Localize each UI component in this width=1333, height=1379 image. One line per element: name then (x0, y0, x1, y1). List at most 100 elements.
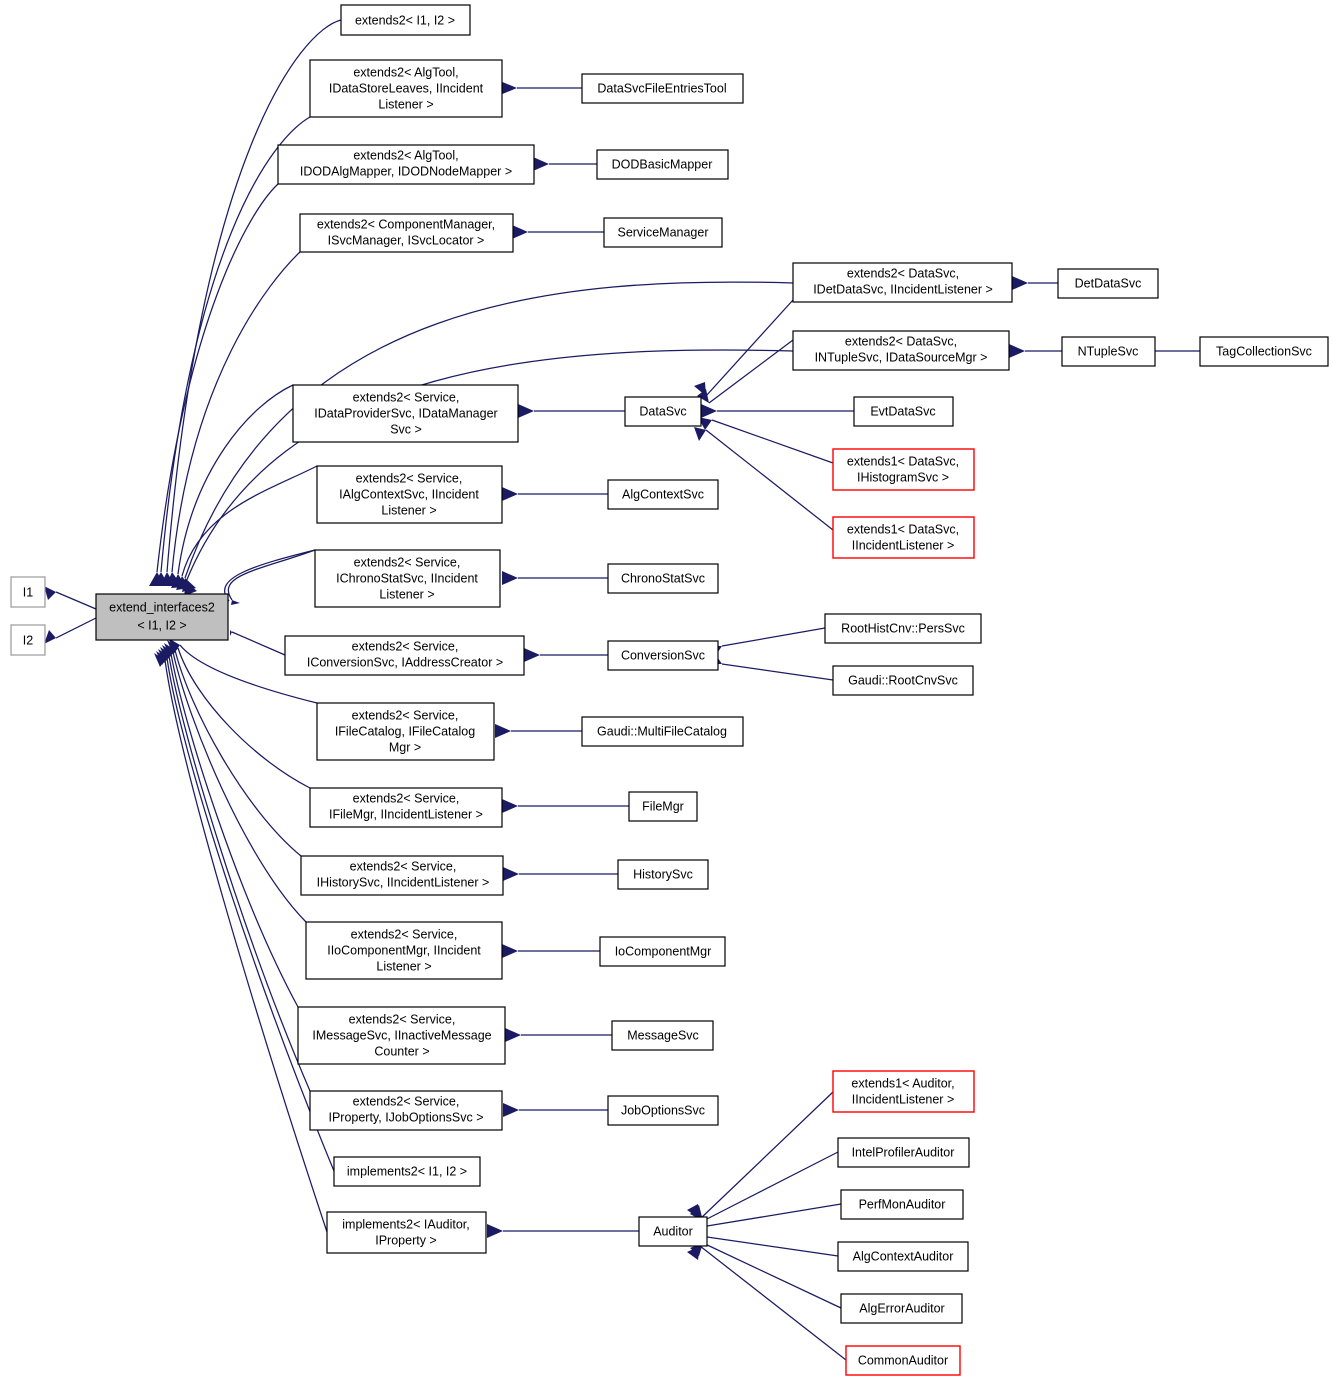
node-label-line1: extends2< Service, (356, 471, 463, 485)
node-filemgr[interactable]: FileMgr (628, 791, 698, 822)
node-chronostatsvc[interactable]: ChronoStatSvc (607, 563, 719, 594)
node-evtdatasvc[interactable]: EvtDataSvc (853, 396, 954, 427)
node-extends2-service-iconversionsvc[interactable]: extends2< Service, IConversionSvc, IAddr… (284, 635, 525, 676)
node-extends2-service-ifilemgr[interactable]: extends2< Service, IFileMgr, IIncidentLi… (309, 787, 503, 828)
node-label-line1: extends2< Service, (353, 791, 460, 805)
node-extends2-service-ialgcontextsvc[interactable]: extends2< Service, IAlgContextSvc, IInci… (316, 465, 503, 524)
node-label: IntelProfilerAuditor (852, 1145, 955, 1159)
node-label-line1: extends1< Auditor, (851, 1076, 954, 1090)
node-label-line2: INTupleSvc, IDataSourceMgr > (815, 350, 988, 364)
node-label-line1: extends2< DataSvc, (847, 266, 959, 280)
node-perfmonauditor[interactable]: PerfMonAuditor (840, 1189, 964, 1220)
node-label-line1: extends2< Service, (349, 1012, 456, 1026)
node-label-line1: extends2< Service, (351, 927, 458, 941)
node-extend-interfaces2-root[interactable]: extend_interfaces2 < I1, I2 > (95, 593, 229, 641)
node-label: DetDataSvc (1075, 276, 1142, 290)
node-extends2-service-imessagesvc[interactable]: extends2< Service, IMessageSvc, IInactiv… (297, 1006, 506, 1065)
node-label: ChronoStatSvc (621, 571, 705, 585)
node-algerrorauditor[interactable]: AlgErrorAuditor (840, 1293, 963, 1324)
node-extends2-datasvc-idetdatasvc[interactable]: extends2< DataSvc, IDetDataSvc, IInciden… (792, 262, 1013, 303)
node-label-line1: extends2< Service, (353, 390, 460, 404)
node-extends2-service-ihistorysvc[interactable]: extends2< Service, IHistorySvc, IInciden… (300, 855, 504, 896)
node-extends2-service-idataprovidersvc[interactable]: extends2< Service, IDataProviderSvc, IDa… (292, 384, 519, 443)
node-extends2-datasvc-intuplesvc[interactable]: extends2< DataSvc, INTupleSvc, IDataSour… (792, 330, 1010, 371)
node-label: IoComponentMgr (615, 944, 712, 958)
node-label-line1: extends2< ComponentManager, (317, 217, 495, 231)
node-label-line2: IMessageSvc, IInactiveMessage (312, 1028, 491, 1042)
node-auditor[interactable]: Auditor (638, 1216, 708, 1247)
node-algcontextauditor[interactable]: AlgContextAuditor (837, 1241, 969, 1272)
node-extends2-componentmanager[interactable]: extends2< ComponentManager, ISvcManager,… (299, 213, 514, 253)
node-extends2-algtool-idatastoreleaves[interactable]: extends2< AlgTool, IDataStoreLeaves, IIn… (309, 59, 503, 118)
node-label-line1: implements2< IAuditor, (342, 1217, 470, 1231)
node-label: MessageSvc (627, 1028, 699, 1042)
node-extends2-service-iiocomponentmgr[interactable]: extends2< Service, IIoComponentMgr, IInc… (305, 921, 503, 980)
node-label-line1: extend_interfaces2 (109, 600, 215, 614)
node-dodbasicmapper[interactable]: DODBasicMapper (596, 149, 729, 180)
node-label-line2: IProperty, IJobOptionsSvc > (328, 1110, 483, 1124)
node-label: DataSvcFileEntriesTool (597, 81, 726, 95)
node-datasvcfileentriestool[interactable]: DataSvcFileEntriesTool (581, 73, 744, 104)
node-datasvc[interactable]: DataSvc (624, 396, 702, 427)
node-label-line2: IConversionSvc, IAddressCreator > (307, 655, 503, 669)
node-label-line2: IProperty > (375, 1233, 437, 1247)
node-label-line2: IDODAlgMapper, IDODNodeMapper > (300, 164, 512, 178)
node-extends2-algtool-idodalgmapper[interactable]: extends2< AlgTool, IDODAlgMapper, IDODNo… (277, 144, 535, 185)
node-detdatasvc[interactable]: DetDataSvc (1057, 268, 1159, 299)
node-label: PerfMonAuditor (859, 1197, 946, 1211)
node-joboptionssvc[interactable]: JobOptionsSvc (607, 1095, 719, 1126)
node-label: NTupleSvc (1078, 344, 1139, 358)
node-extends2-i1-i2[interactable]: extends2< I1, I2 > (340, 4, 471, 36)
node-label-line1: extends2< Service, (352, 639, 459, 653)
node-implements2-i1-i2[interactable]: implements2< I1, I2 > (333, 1156, 481, 1187)
node-intelprofilerauditor[interactable]: IntelProfilerAuditor (837, 1137, 970, 1168)
node-label: Auditor (653, 1224, 693, 1238)
node-ntuplesvc[interactable]: NTupleSvc (1061, 336, 1156, 367)
node-gaudi-rootcnvsvc[interactable]: Gaudi::RootCnvSvc (832, 665, 974, 696)
node-label: I1 (23, 585, 33, 599)
node-roothistcnv-perssvc[interactable]: RootHistCnv::PersSvc (824, 613, 982, 644)
node-label-line2: IFileMgr, IIncidentListener > (329, 807, 483, 821)
node-label: EvtDataSvc (870, 404, 935, 418)
node-i1[interactable]: I1 (10, 576, 46, 608)
node-extends1-datasvc-ihistogramsvc[interactable]: extends1< DataSvc, IHistogramSvc > (832, 448, 975, 491)
node-label: extends2< I1, I2 > (355, 13, 455, 27)
node-label: I2 (23, 633, 33, 647)
node-implements2-iauditor-iproperty[interactable]: implements2< IAuditor, IProperty > (326, 1211, 487, 1254)
node-extends1-auditor-iincidentlistener[interactable]: extends1< Auditor, IIncidentListener > (832, 1070, 975, 1113)
node-extends1-datasvc-iincidentlistener[interactable]: extends1< DataSvc, IIncidentListener > (832, 516, 975, 559)
node-label: TagCollectionSvc (1216, 344, 1312, 358)
node-extends2-service-ichronostatsvc[interactable]: extends2< Service, IChronoStatSvc, IInci… (314, 549, 501, 608)
node-commonauditor[interactable]: CommonAuditor (845, 1345, 961, 1376)
node-label: CommonAuditor (858, 1353, 948, 1367)
node-label: DODBasicMapper (612, 157, 713, 171)
node-gaudi-multifilecatalog[interactable]: Gaudi::MultiFileCatalog (581, 716, 744, 747)
node-label: DataSvc (639, 404, 686, 418)
node-extends2-service-ifilecatalog[interactable]: extends2< Service, IFileCatalog, IFileCa… (316, 702, 495, 761)
node-label-line3: Svc > (390, 422, 422, 436)
node-label-line2: IFileCatalog, IFileCatalog (335, 724, 475, 738)
node-label-line3: Mgr > (389, 740, 421, 754)
node-label-line2: IDetDataSvc, IIncidentListener > (813, 282, 993, 296)
node-label-line2: IIncidentListener > (852, 538, 955, 552)
node-label: ConversionSvc (621, 648, 705, 662)
node-i2[interactable]: I2 (10, 624, 46, 656)
node-tagcollectionsvc[interactable]: TagCollectionSvc (1199, 336, 1329, 367)
node-label-line2: IAlgContextSvc, IIncident (339, 487, 479, 501)
node-label-line1: extends2< AlgTool, (353, 65, 458, 79)
node-extends2-service-iproperty[interactable]: extends2< Service, IProperty, IJobOption… (309, 1090, 503, 1131)
node-algcontextsvc[interactable]: AlgContextSvc (607, 479, 719, 510)
node-label: implements2< I1, I2 > (347, 1164, 467, 1178)
node-iocomponentmgr[interactable]: IoComponentMgr (599, 936, 726, 967)
node-label-line1: extends2< Service, (354, 555, 461, 569)
node-servicemanager[interactable]: ServiceManager (603, 217, 723, 248)
node-historysvc[interactable]: HistorySvc (617, 859, 709, 890)
node-label: FileMgr (642, 799, 684, 813)
node-label: AlgContextAuditor (853, 1249, 954, 1263)
node-label-line3: Listener > (376, 959, 431, 973)
node-conversionsvc[interactable]: ConversionSvc (607, 640, 719, 671)
node-label-line3: Listener > (381, 503, 436, 517)
node-label-line1: extends2< DataSvc, (845, 334, 957, 348)
node-label-line2: ISvcManager, ISvcLocator > (328, 233, 485, 247)
node-messagesvc[interactable]: MessageSvc (611, 1020, 714, 1051)
